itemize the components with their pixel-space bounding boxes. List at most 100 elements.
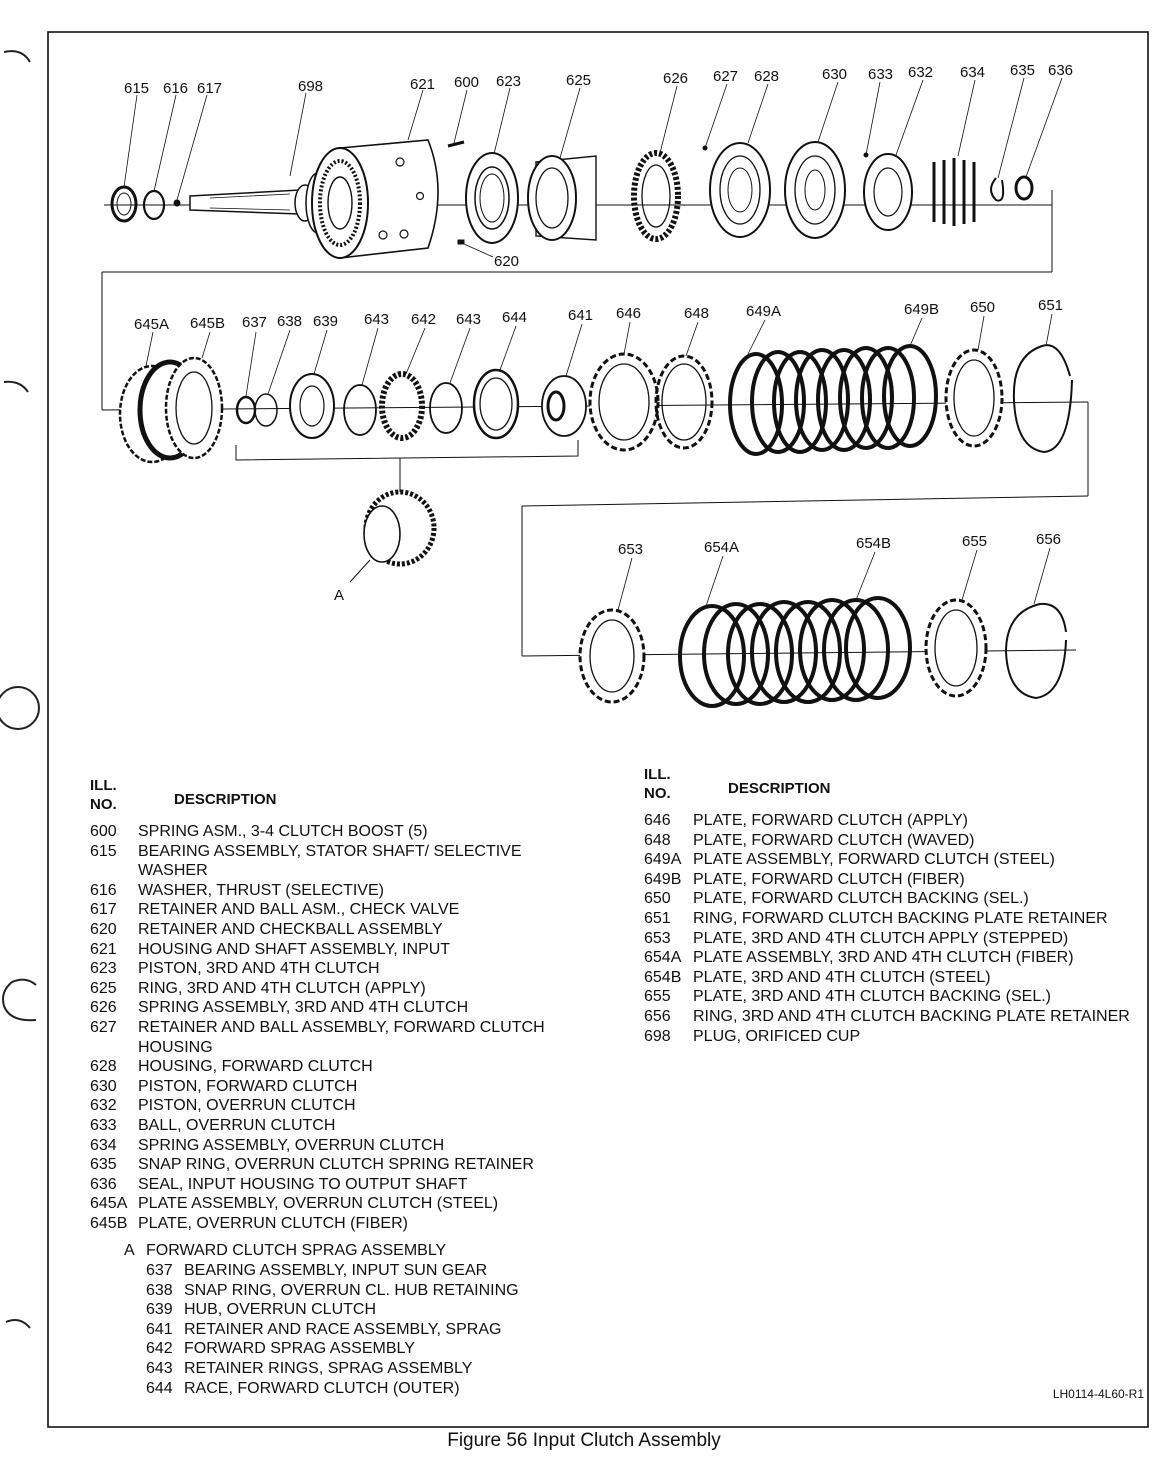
callout-623: 623 bbox=[496, 73, 521, 90]
drawing-code: LH0114-4L60-R1 bbox=[1052, 1387, 1144, 1401]
legend-item-no: 633 bbox=[90, 1116, 117, 1134]
legend-item-desc: SEAL, INPUT HOUSING TO OUTPUT SHAFT bbox=[138, 1175, 468, 1193]
legend-item-no: 648 bbox=[644, 831, 671, 849]
callout-leaders bbox=[123, 77, 1063, 611]
legend-item: 627 RETAINER AND BALL ASSEMBLY, FORWARD C… bbox=[90, 1018, 560, 1057]
row-3-parts bbox=[521, 596, 1077, 708]
legend-item-desc: RING, FORWARD CLUTCH BACKING PLATE RETAI… bbox=[693, 909, 1108, 927]
callout-600: 600 bbox=[454, 74, 479, 91]
legend-item-no: 698 bbox=[644, 1027, 671, 1045]
legend-group-row: A FORWARD CLUTCH SPRAG ASSEMBLY bbox=[90, 1241, 560, 1261]
legend-left-header-no: ILL. NO. bbox=[90, 776, 174, 814]
legend-item-no: 649A bbox=[644, 851, 682, 869]
legend-item-no: 639 bbox=[146, 1301, 173, 1319]
header-description: DESCRIPTION bbox=[728, 780, 831, 797]
legend-item-desc: PLATE, 3RD AND 4TH CLUTCH BACKING (SEL.) bbox=[693, 988, 1051, 1006]
callout-698: 698 bbox=[298, 78, 323, 95]
legend-item-desc: BEARING ASSEMBLY, INPUT SUN GEAR bbox=[184, 1262, 488, 1280]
header-no: NO. bbox=[90, 796, 117, 813]
legend-item-no: 643 bbox=[146, 1360, 173, 1378]
legend-item-desc: PLATE ASSEMBLY, OVERRUN CLUTCH (STEEL) bbox=[138, 1195, 499, 1213]
callout-644: 644 bbox=[502, 309, 527, 326]
legend-item: 643 RETAINER RINGS, SPRAG ASSEMBLY bbox=[146, 1359, 560, 1379]
legend-item-no: 651 bbox=[644, 909, 671, 927]
callouts-row-2: 645A 645B 637 638 639 643 642 643 644 64… bbox=[134, 297, 1063, 604]
callout-645a: 645A bbox=[134, 316, 169, 333]
callout-630: 630 bbox=[822, 66, 847, 83]
callouts-row-3: 653 654A 654B 655 656 bbox=[618, 531, 1061, 558]
callout-620: 620 bbox=[494, 253, 519, 270]
legend-item-no: 644 bbox=[146, 1379, 173, 1397]
legend-left-header: ILL. NO. DESCRIPTION bbox=[90, 776, 560, 814]
row-2-parts bbox=[101, 344, 1089, 656]
callout-642: 642 bbox=[411, 311, 436, 328]
callout-634: 634 bbox=[960, 64, 985, 81]
legend-item-desc: PISTON, 3RD AND 4TH CLUTCH bbox=[138, 960, 380, 978]
callout-650: 650 bbox=[970, 299, 995, 316]
callout-655: 655 bbox=[962, 533, 987, 550]
legend-item-desc: BEARING ASSEMBLY, STATOR SHAFT/ SELECTIV… bbox=[138, 842, 522, 880]
legend-item-desc: PLATE, FORWARD CLUTCH (APPLY) bbox=[693, 812, 968, 829]
callout-649a: 649A bbox=[746, 303, 781, 320]
legend-item-no: 617 bbox=[90, 901, 117, 919]
legend-group-no: A bbox=[124, 1242, 135, 1260]
legend-item-desc: RETAINER RINGS, SPRAG ASSEMBLY bbox=[184, 1360, 473, 1378]
callout-654b: 654B bbox=[856, 535, 891, 552]
header-ill: ILL. bbox=[90, 777, 117, 794]
legend-item-desc: HOUSING, FORWARD CLUTCH bbox=[138, 1058, 373, 1076]
legend-group-desc: FORWARD CLUTCH SPRAG ASSEMBLY bbox=[146, 1242, 447, 1260]
legend-item-desc: PLATE, OVERRUN CLUTCH (FIBER) bbox=[138, 1214, 408, 1232]
legend-item-no: 627 bbox=[90, 1018, 117, 1036]
legend-item-desc: BALL, OVERRUN CLUTCH bbox=[138, 1116, 336, 1134]
callout-615: 615 bbox=[124, 80, 149, 97]
callout-617: 617 bbox=[197, 80, 222, 97]
legend-right-header: ILL. NO. DESCRIPTION bbox=[644, 765, 1134, 803]
legend-item-desc: RETAINER AND BALL ASSEMBLY, FORWARD CLUT… bbox=[138, 1018, 545, 1056]
legend-item-desc: SPRING ASSEMBLY, 3RD AND 4TH CLUTCH bbox=[138, 999, 469, 1017]
legend-item-no: 653 bbox=[644, 929, 671, 947]
legend-item-desc: HOUSING AND SHAFT ASSEMBLY, INPUT bbox=[138, 940, 451, 958]
legend-item-no: 646 bbox=[644, 812, 671, 829]
legend-item-no: 638 bbox=[146, 1281, 173, 1299]
callout-643-b: 643 bbox=[456, 311, 481, 328]
legend-item-no: 634 bbox=[90, 1136, 117, 1154]
legend-item-desc: PLATE ASSEMBLY, 3RD AND 4TH CLUTCH (FIBE… bbox=[693, 949, 1074, 967]
callout-653: 653 bbox=[618, 541, 643, 558]
legend-item-no: 616 bbox=[90, 881, 117, 899]
callouts-row-1: 615 616 617 698 621 600 623 625 626 627 … bbox=[124, 62, 1073, 270]
callout-651: 651 bbox=[1038, 297, 1063, 314]
legend-item-desc: FORWARD SPRAG ASSEMBLY bbox=[184, 1340, 415, 1358]
legend-item-no: 649B bbox=[644, 870, 682, 888]
header-ill: ILL. bbox=[644, 766, 671, 783]
callout-616: 616 bbox=[163, 80, 188, 97]
legend-item-no: 654A bbox=[644, 949, 682, 967]
binder-holes bbox=[0, 50, 40, 1329]
header-description: DESCRIPTION bbox=[174, 791, 277, 808]
legend-item-desc: SNAP RING, OVERRUN CLUTCH SPRING RETAINE… bbox=[138, 1156, 534, 1174]
legend-right-header-no: ILL. NO. bbox=[644, 765, 728, 803]
row-1-parts bbox=[101, 139, 1053, 410]
callout-632: 632 bbox=[908, 64, 933, 81]
